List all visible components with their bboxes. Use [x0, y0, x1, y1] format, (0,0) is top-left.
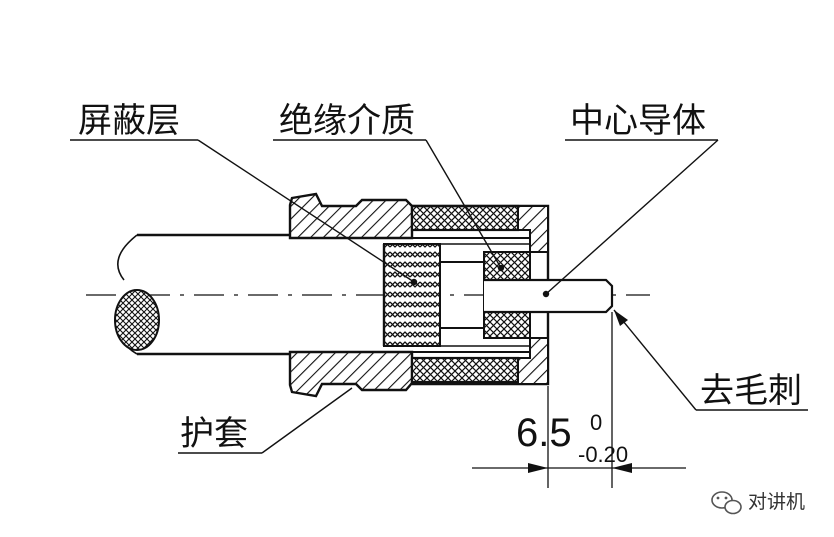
label-dielectric: 绝缘介质 [279, 101, 415, 141]
watermark: 对讲机 [711, 491, 805, 515]
dimension-value: 6.5 [516, 411, 572, 455]
callout-deburr: 去毛刺 [613, 309, 808, 411]
dielectric-lower [410, 356, 520, 384]
callout-center-conductor: 中心导体 [545, 101, 719, 295]
callout-dielectric: 绝缘介质 [273, 101, 502, 269]
label-center-conductor: 中心导体 [570, 101, 706, 141]
dimension-length: 6.5 0 -0.20 [472, 312, 686, 488]
label-shield: 屏蔽层 [78, 101, 180, 141]
watermark-text: 对讲机 [748, 491, 805, 513]
label-deburr: 去毛刺 [700, 371, 802, 411]
dielectric-upper [410, 204, 520, 232]
inner-dielectric-upper [483, 251, 531, 281]
braid-section [383, 243, 441, 347]
callout-jacket: 护套 [178, 387, 353, 454]
shield-ferrule-upper [288, 192, 414, 240]
dimension-upper-tolerance: 0 [590, 410, 602, 435]
front-cap-lower [517, 337, 549, 385]
wechat-icon [711, 491, 742, 515]
front-cap-upper [517, 205, 549, 253]
inner-dielectric-lower [483, 309, 531, 339]
callout-shield: 屏蔽层 [70, 101, 415, 283]
cable-end-section [114, 289, 160, 351]
dimension-lower-tolerance: -0.20 [578, 442, 628, 467]
label-jacket: 护套 [180, 414, 248, 454]
